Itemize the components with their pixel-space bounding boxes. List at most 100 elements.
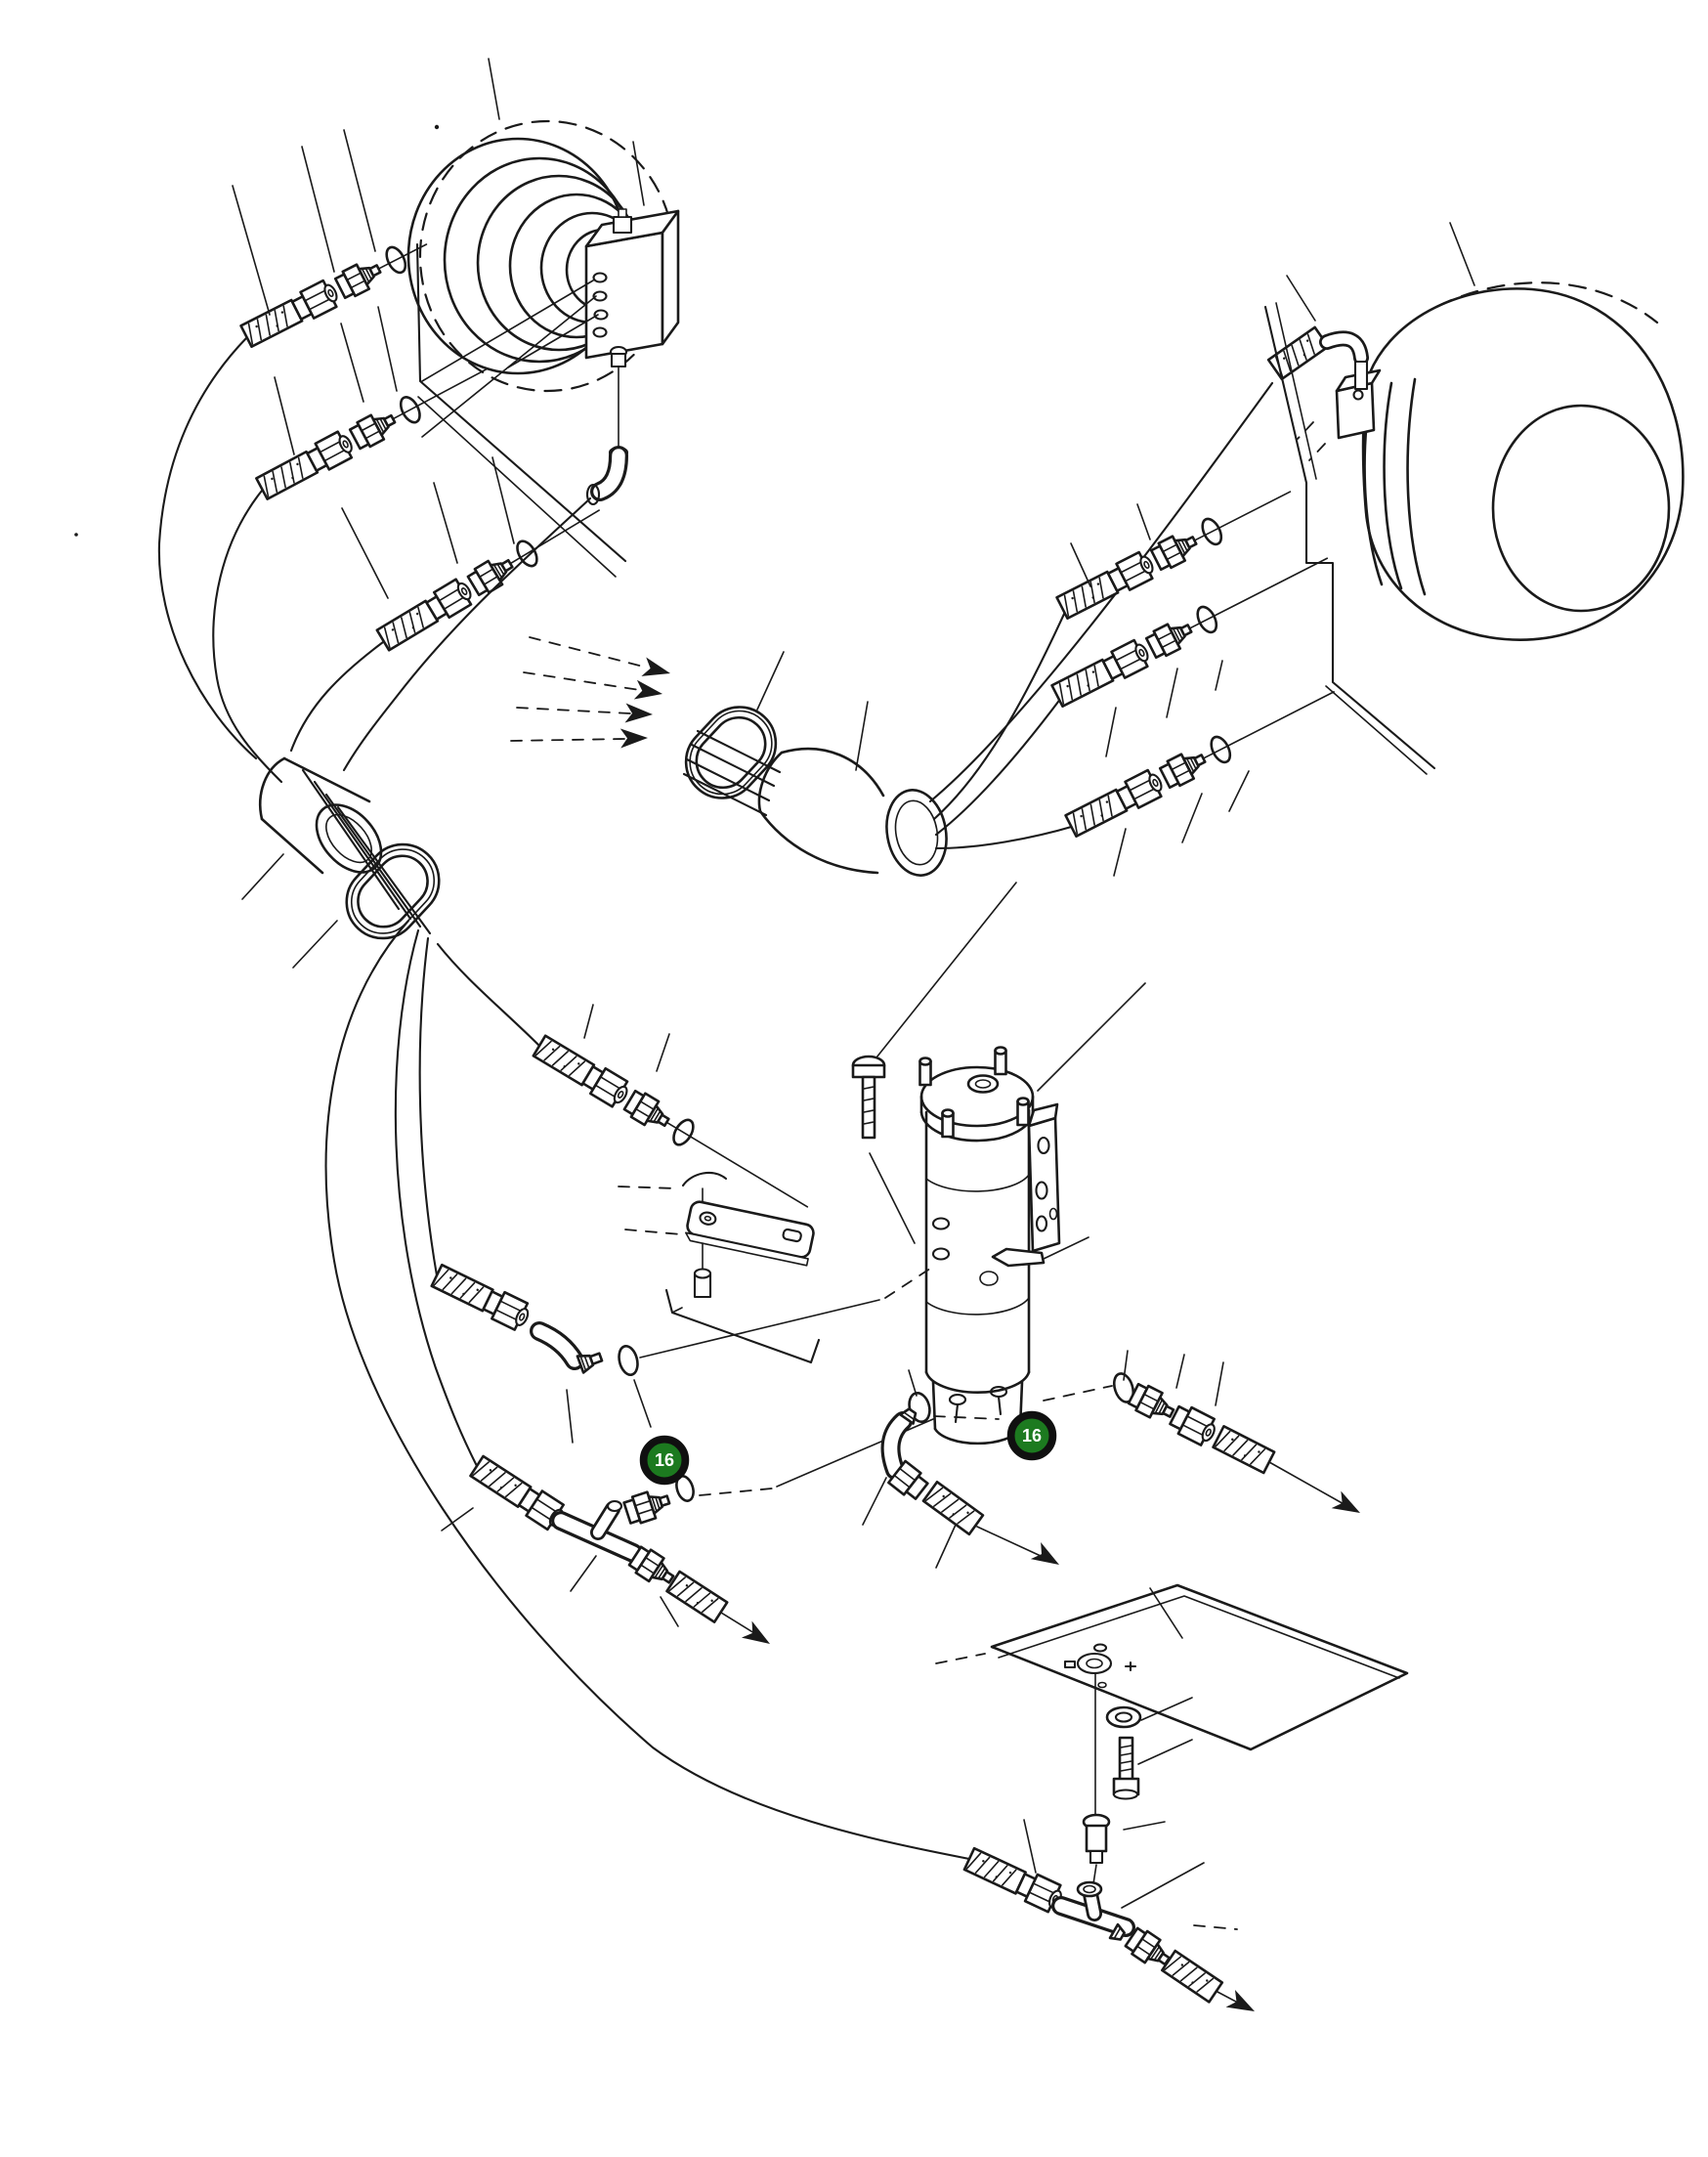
port-axis-line — [507, 314, 599, 368]
leader-line — [241, 853, 284, 900]
callout-circle[interactable] — [640, 1436, 689, 1485]
leader-line — [1136, 503, 1151, 540]
nipple-fitting — [1082, 1813, 1166, 1865]
leader-line — [855, 701, 869, 771]
leader-line — [292, 920, 338, 969]
elbow-fitting-group-5 — [430, 1263, 934, 1444]
leader-line — [441, 1507, 474, 1531]
arrow-icon — [1225, 1990, 1260, 2020]
leader-line — [341, 507, 389, 599]
leader-line — [488, 58, 500, 120]
base-plate — [664, 1288, 821, 1364]
hose-to-connector — [436, 942, 541, 1048]
leader-line — [1105, 707, 1117, 757]
leader-line — [566, 1389, 574, 1444]
leader-line — [1140, 1697, 1193, 1721]
left-brake-valve-block — [421, 141, 680, 506]
hose — [932, 610, 1067, 821]
left-travel-motor — [74, 58, 676, 537]
hose — [342, 496, 592, 772]
elbow-fitting-group-7 — [862, 1369, 1065, 1574]
right-elbow-fitting — [1266, 275, 1369, 391]
bottom-bracket-assembly — [935, 1583, 1409, 2020]
leader-line — [935, 1524, 957, 1569]
hose-to-elbow — [418, 936, 439, 1277]
leader-line — [1286, 275, 1316, 322]
leader-line — [632, 141, 645, 206]
leader-line — [1037, 982, 1146, 1092]
tee-fitting-group-6 — [441, 1454, 776, 1653]
leader-line — [301, 146, 335, 273]
center-grommet-and-boot — [682, 381, 1274, 877]
o-ring — [1201, 517, 1223, 546]
arrow-icon — [1030, 1542, 1065, 1574]
left-hose-sleeve-and-grommet — [241, 756, 441, 969]
o-ring — [618, 1344, 639, 1377]
port — [593, 309, 609, 321]
leader-line — [908, 1369, 918, 1397]
hose — [212, 489, 283, 784]
leader-line — [340, 323, 364, 403]
block-bolt — [612, 215, 633, 235]
leader-line — [343, 129, 376, 252]
leader-line — [1123, 1350, 1129, 1381]
hose-fitting-group-8 — [1112, 1350, 1365, 1522]
swivel-lever-pin — [991, 1236, 1089, 1268]
hose — [289, 640, 385, 753]
leader-line — [1215, 1361, 1224, 1406]
callout-badges: 16 16 — [639, 1410, 1057, 1486]
callout-label: 16 — [1022, 1426, 1042, 1445]
leader-line — [570, 1555, 597, 1592]
hose-bundle-left — [157, 336, 971, 1861]
arrow-icon — [741, 1620, 776, 1653]
o-ring — [1196, 605, 1218, 634]
port — [592, 272, 608, 283]
leader-line — [1121, 1862, 1205, 1909]
leader-line — [1113, 828, 1127, 877]
mounting-plate-assembly — [618, 1171, 821, 1364]
hose-fitting-group-3 — [341, 456, 600, 652]
swivel-bracket-flange — [1027, 1102, 1061, 1253]
leader-line — [1137, 1739, 1193, 1765]
hose-fitting-group-10 — [1050, 557, 1329, 757]
leader-line — [1228, 770, 1250, 812]
hose-fitting-group-2 — [255, 306, 489, 500]
hose-fitting-group-1 — [232, 129, 428, 348]
hose-fitting-group-11 — [1064, 691, 1335, 877]
hose-to-bottom-tee — [324, 919, 971, 1861]
plate-pin — [693, 1268, 712, 1299]
hose — [157, 336, 258, 760]
port-axis-line — [421, 280, 594, 382]
o-ring — [399, 396, 421, 424]
o-ring — [672, 1118, 695, 1146]
port — [592, 326, 608, 338]
leader-line — [656, 1033, 670, 1072]
cotter-pin — [681, 1171, 728, 1187]
bolt — [1112, 1736, 1193, 1800]
hose-fitting-group-4 — [532, 1004, 809, 1208]
hose — [928, 381, 1274, 803]
leader-line — [1181, 793, 1203, 843]
callout-circle[interactable] — [1007, 1411, 1056, 1460]
leader-line — [1215, 660, 1223, 691]
leader-line — [274, 376, 295, 455]
leader-line — [1166, 668, 1178, 718]
part-callout-16-left[interactable]: 16 — [639, 1435, 690, 1486]
leader-line — [433, 482, 458, 564]
leader-line — [1449, 222, 1475, 286]
leader-line — [1175, 1354, 1185, 1389]
leader-line — [756, 651, 785, 711]
hose-to-tee-fitting — [394, 928, 479, 1468]
leader-line — [862, 1477, 887, 1526]
part-callout-16-right[interactable]: 16 — [1006, 1410, 1057, 1461]
o-ring — [385, 245, 407, 275]
arrow-icon — [633, 679, 664, 704]
leader-line — [491, 456, 515, 544]
lock-plate — [685, 1200, 815, 1267]
hose-fitting-group-9 — [1055, 491, 1292, 620]
leader-line — [1070, 542, 1091, 587]
leader-line — [1023, 1819, 1037, 1874]
arrow-icon — [1331, 1490, 1365, 1522]
washer — [1105, 1697, 1193, 1729]
